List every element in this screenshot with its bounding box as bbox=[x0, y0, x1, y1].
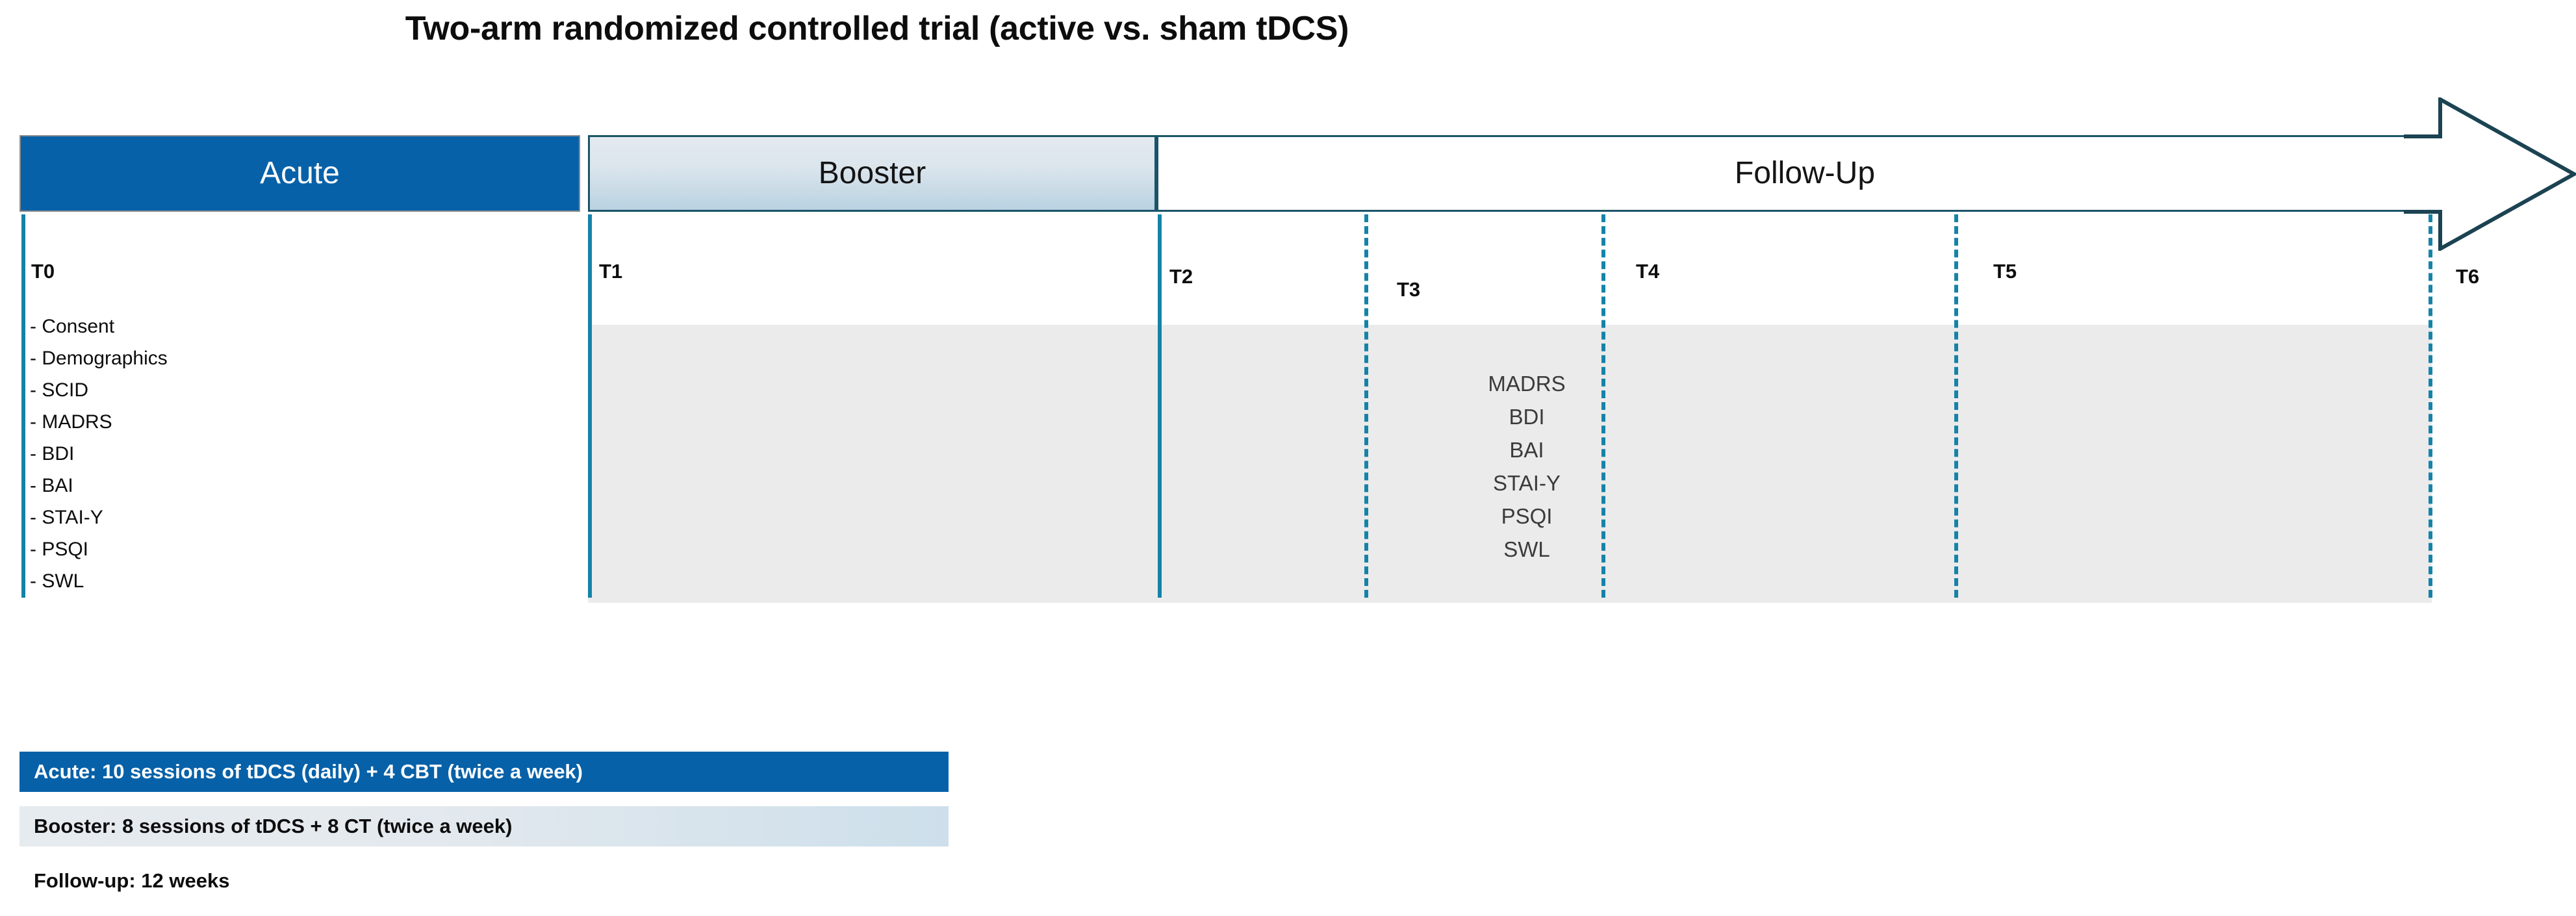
legend-row-follow-up: Follow-up: 12 weeks bbox=[19, 861, 949, 901]
tick-label-t0: T0 bbox=[31, 260, 55, 283]
legend-booster-text: Booster: 8 sessions of tDCS + 8 CT (twic… bbox=[34, 815, 513, 837]
list-item: STAI-Y bbox=[1493, 471, 1561, 495]
phase-acute[interactable]: Acute bbox=[19, 135, 580, 212]
tick-label-t6: T6 bbox=[2456, 265, 2480, 288]
legend-row-acute: Acute: 10 sessions of tDCS (daily) + 4 C… bbox=[19, 752, 949, 792]
tick-line-t0 bbox=[21, 214, 25, 598]
list-item: PSQI bbox=[1501, 504, 1553, 528]
legend-acute-text: Acute: 10 sessions of tDCS (daily) + 4 C… bbox=[34, 760, 583, 783]
tick-line-t4 bbox=[1601, 214, 1605, 598]
list-item: - SWL bbox=[30, 570, 84, 592]
legend-row-booster: Booster: 8 sessions of tDCS + 8 CT (twic… bbox=[19, 806, 949, 846]
list-item: - PSQI bbox=[30, 539, 89, 560]
phase-follow-up[interactable]: Follow-Up bbox=[1156, 135, 2453, 212]
list-item: - Consent bbox=[30, 316, 115, 337]
list-item: - MADRS bbox=[30, 411, 112, 433]
tick-line-t3 bbox=[1364, 214, 1368, 598]
tick-label-t5: T5 bbox=[1993, 260, 2017, 283]
baseline-assessment-list: - Consent - Demographics - SCID - MADRS … bbox=[30, 311, 168, 597]
list-item: BDI bbox=[1509, 405, 1545, 429]
tick-label-t3: T3 bbox=[1397, 278, 1421, 301]
list-item: - BAI bbox=[30, 475, 73, 496]
tick-line-t2 bbox=[1158, 214, 1162, 598]
list-item: - SCID bbox=[30, 379, 88, 401]
tick-label-t1: T1 bbox=[599, 260, 623, 283]
list-item: - STAI-Y bbox=[30, 507, 103, 528]
tick-line-t1 bbox=[588, 214, 592, 598]
repeat-assessment-list: MADRS BDI BAI STAI-Y PSQI SWL bbox=[1397, 367, 1657, 566]
phase-acute-label: Acute bbox=[260, 156, 340, 190]
tick-label-t4: T4 bbox=[1636, 260, 1660, 283]
phase-booster[interactable]: Booster bbox=[588, 135, 1156, 212]
figure-title: Two-arm randomized controlled trial (act… bbox=[405, 10, 1349, 47]
phase-follow-up-label: Follow-Up bbox=[1734, 156, 1876, 190]
legend-follow-up-text: Follow-up: 12 weeks bbox=[34, 869, 230, 892]
tick-line-t5 bbox=[1954, 214, 1958, 598]
phase-booster-label: Booster bbox=[818, 156, 926, 190]
list-item: MADRS bbox=[1488, 372, 1566, 396]
tick-label-t2: T2 bbox=[1169, 265, 1193, 288]
list-item: BAI bbox=[1509, 438, 1544, 462]
timeline-arrow-icon bbox=[2404, 97, 2576, 251]
tick-line-t6 bbox=[2429, 214, 2432, 598]
assessment-background-panel bbox=[588, 325, 2432, 603]
list-item: SWL bbox=[1503, 537, 1550, 561]
list-item: - BDI bbox=[30, 443, 75, 464]
legend: Acute: 10 sessions of tDCS (daily) + 4 C… bbox=[19, 752, 949, 901]
list-item: - Demographics bbox=[30, 348, 168, 369]
